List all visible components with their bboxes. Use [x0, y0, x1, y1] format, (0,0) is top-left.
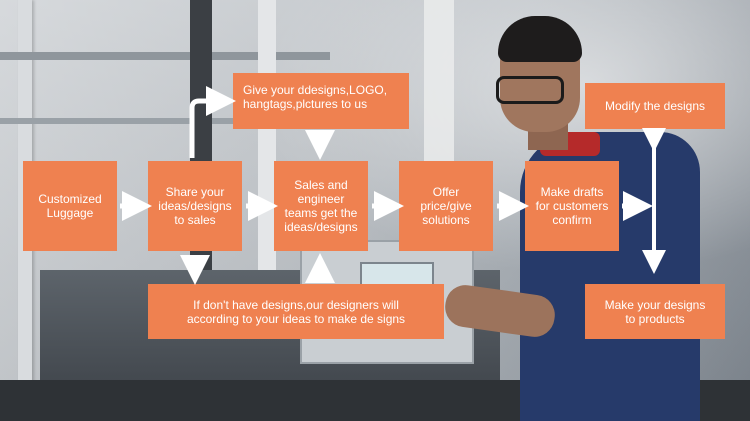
- background-rail: [0, 52, 330, 60]
- step-share-ideas: Share your ideas/designs to sales: [148, 161, 242, 251]
- step-customized-luggage: Customized Luggage: [23, 161, 117, 251]
- step-offer-price: Offer price/give solutions: [399, 161, 493, 251]
- background-worker-glasses: [496, 76, 564, 104]
- step-no-designs: If don't have designs,our designers will…: [148, 284, 444, 339]
- background-rail: [0, 118, 330, 124]
- step-sales-engineer: Sales and engineer teams get the ideas/d…: [274, 161, 368, 251]
- step-give-designs: Give your ddesigns,LOGO, hangtags,plctur…: [233, 73, 409, 129]
- step-modify-designs: Modify the designs: [585, 83, 725, 129]
- background-worker-hair: [498, 16, 582, 62]
- step-make-drafts: Make drafts for customers confirm: [525, 161, 619, 251]
- elbow-arrow-icon: [189, 86, 236, 158]
- step-make-products: Make your designs to products: [585, 284, 725, 339]
